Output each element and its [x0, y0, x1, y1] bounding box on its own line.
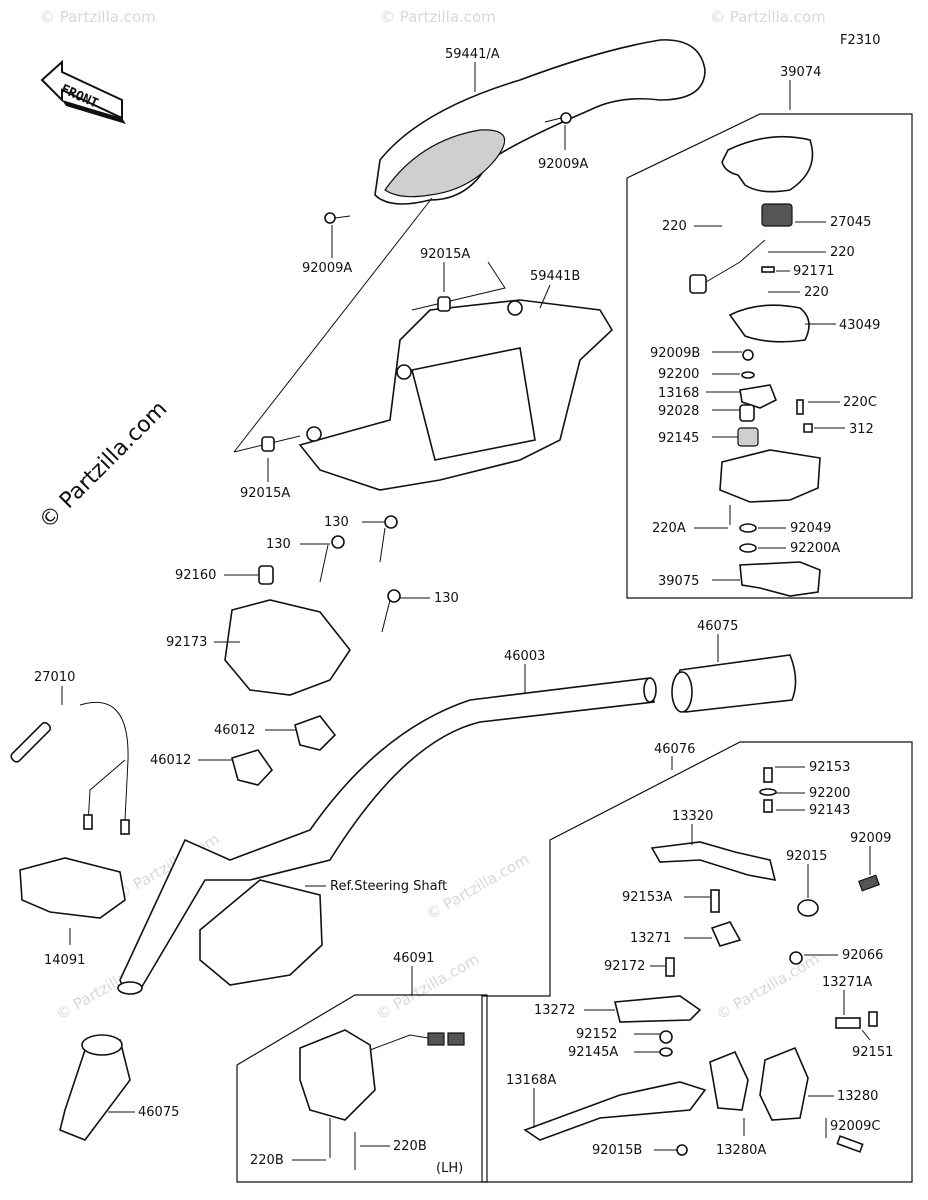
- right-switch-group-box: [626, 113, 913, 599]
- callout-label: 130: [324, 515, 349, 530]
- group-label-right-switch: 39074: [780, 65, 821, 80]
- callout-label: 92009C: [830, 1119, 880, 1134]
- lever-parts: [523, 767, 880, 1156]
- left-switch-group-box: [236, 994, 488, 1183]
- callout-label: 13271A: [822, 975, 872, 990]
- callout-label: 92171: [793, 264, 834, 279]
- callout-label: 92049: [790, 521, 831, 536]
- callout-label: 92200: [809, 786, 850, 801]
- handlebar-cover-top: [374, 39, 706, 205]
- steering-shaft-clamp: [199, 879, 323, 986]
- callout-label: 130: [266, 537, 291, 552]
- callout-label: 92200: [658, 367, 699, 382]
- callout-label: 92009: [850, 831, 891, 846]
- callout-label: 92160: [175, 568, 216, 583]
- callout-label: 92066: [842, 948, 883, 963]
- group-label-left-switch: 46091: [393, 951, 434, 966]
- callout-label: 13280A: [716, 1143, 766, 1158]
- callout-label: 92015A: [420, 247, 470, 262]
- left-hand-marker: (LH): [436, 1161, 463, 1176]
- callout-label: 220: [830, 245, 855, 260]
- callout-label: 14091: [44, 953, 85, 968]
- callout-label: 130: [434, 591, 459, 606]
- front-arrow-icon: FRONT: [40, 59, 126, 124]
- watermark: © Partzilla.com: [713, 950, 822, 1023]
- callout-label: 92009B: [650, 346, 700, 361]
- callout-label: 59441/A: [445, 47, 500, 62]
- callout-label: 27045: [830, 215, 871, 230]
- meter-cover: [298, 299, 614, 491]
- throttle-cable: [10, 701, 130, 835]
- watermark: © Partzilla.com: [380, 8, 496, 26]
- callout-label: 27010: [34, 670, 75, 685]
- screw-icon: [544, 112, 572, 124]
- callout-label: 46003: [504, 649, 545, 664]
- callout-label: 92153: [809, 760, 850, 775]
- callout-label: 92153A: [622, 890, 672, 905]
- leader-lines: [61, 62, 871, 1161]
- screw-icon: [324, 212, 351, 224]
- left-switch-assy: [299, 1029, 465, 1170]
- callout-label: 92145: [658, 431, 699, 446]
- grip-left: [59, 1034, 131, 1141]
- callout-label: 13280: [837, 1089, 878, 1104]
- callout-label: 92173: [166, 635, 207, 650]
- callout-label: 220B: [250, 1153, 284, 1168]
- callout-label: 13272: [534, 1003, 575, 1018]
- callout-label: 92028: [658, 404, 699, 419]
- callout-label: 13271: [630, 931, 671, 946]
- callout-label: 220C: [843, 395, 877, 410]
- callout-label: 43049: [839, 318, 880, 333]
- callout-label: 13320: [672, 809, 713, 824]
- callout-label: 92009A: [538, 157, 588, 172]
- callout-label: 46075: [138, 1105, 179, 1120]
- callout-label: 46012: [214, 723, 255, 738]
- callout-label: 220: [662, 219, 687, 234]
- callout-label: 92015: [786, 849, 827, 864]
- right-switch-parts: [689, 135, 821, 597]
- callout-label: 220: [804, 285, 829, 300]
- lever-group-box: [481, 741, 913, 1183]
- watermark: © Partzilla.com: [40, 8, 156, 26]
- callout-label: 13168A: [506, 1073, 556, 1088]
- clamp-parts: [224, 515, 401, 786]
- callout-label: 312: [849, 422, 874, 437]
- callout-label: 92172: [604, 959, 645, 974]
- callout-label: 92152: [576, 1027, 617, 1042]
- handlebar: [117, 677, 657, 995]
- collar: [437, 296, 451, 312]
- callout-label: 46075: [697, 619, 738, 634]
- grip-right: [671, 654, 797, 713]
- callout-label: 92009A: [302, 261, 352, 276]
- callout-label: 92143: [809, 803, 850, 818]
- callout-label: 92145A: [568, 1045, 618, 1060]
- callout-label: 13168: [658, 386, 699, 401]
- steering-ref-label: Ref.Steering Shaft: [330, 879, 447, 894]
- callout-label: 92015B: [592, 1143, 642, 1158]
- switch-housing-cover: [19, 857, 126, 919]
- watermark: © Partzilla.com: [710, 8, 826, 26]
- copyright-text: © Partzilla.com: [35, 397, 173, 535]
- reference-line: [233, 197, 433, 453]
- callout-label: 92151: [852, 1045, 893, 1060]
- callout-label: 59441B: [530, 269, 580, 284]
- callout-label: 92200A: [790, 541, 840, 556]
- group-label-lever: 46076: [654, 742, 695, 757]
- callout-label: 46012: [150, 753, 191, 768]
- callout-label: 39075: [658, 574, 699, 589]
- callout-label: 92015A: [240, 486, 290, 501]
- callout-label: 220B: [393, 1139, 427, 1154]
- figure-code: F2310: [840, 33, 881, 48]
- collar: [261, 436, 275, 452]
- callout-label: 220A: [652, 521, 686, 536]
